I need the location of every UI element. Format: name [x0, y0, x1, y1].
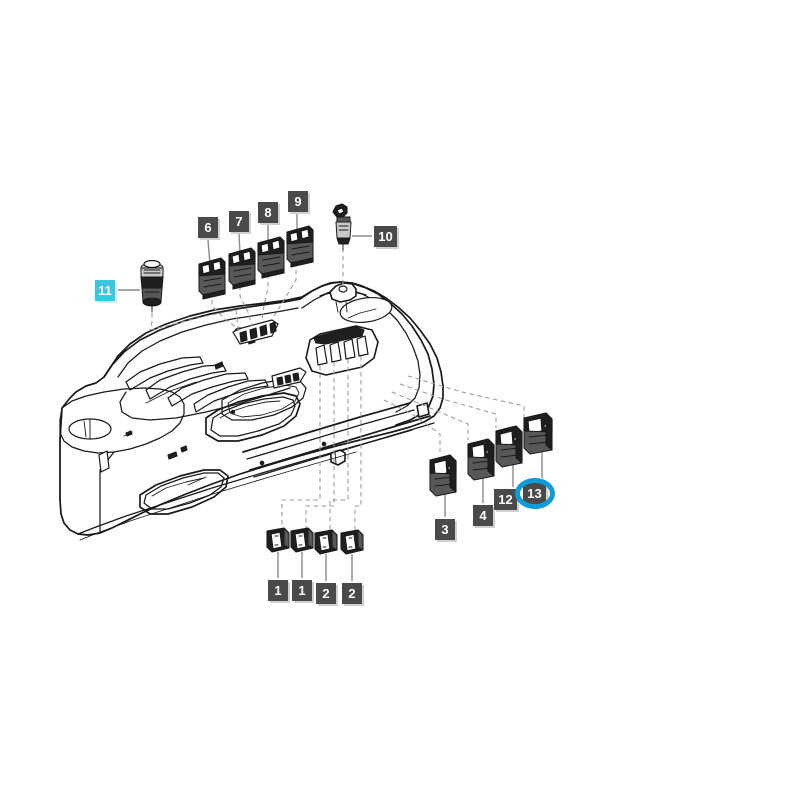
- indicator-slot-cluster: [232, 319, 279, 345]
- part-rocker-switch-2b: [340, 529, 364, 555]
- callout-label-1b[interactable]: 1: [292, 580, 312, 601]
- part-lighter-socket: [140, 259, 164, 313]
- switch-panel-4up: [305, 325, 379, 376]
- callout-label-3[interactable]: 3: [435, 519, 455, 540]
- part-switch-module-8: [257, 236, 285, 279]
- part-rocker-switch-1a: [266, 527, 290, 553]
- callout-label-1a[interactable]: 1: [268, 580, 288, 601]
- part-rocker-switch-2a: [314, 529, 338, 555]
- part-switch-assembly-4: [467, 438, 495, 481]
- part-rocker-switch-1b: [290, 527, 314, 553]
- callout-label-4[interactable]: 4: [473, 505, 493, 526]
- callout-label-12[interactable]: 12: [494, 489, 517, 510]
- callout-label-13[interactable]: 13: [523, 483, 546, 504]
- callout-label-11[interactable]: 11: [95, 280, 115, 301]
- part-switch-module-9: [286, 225, 314, 268]
- callout-label-2a[interactable]: 2: [316, 583, 336, 604]
- callout-label-7[interactable]: 7: [229, 211, 249, 232]
- part-ignition-switch: [332, 203, 352, 251]
- ignition-mount-bracket: [319, 282, 367, 313]
- callout-label-2b[interactable]: 2: [342, 583, 362, 604]
- vent-louvers: [125, 356, 269, 413]
- vent-strip-small: [271, 367, 307, 389]
- part-switch-module-6: [198, 257, 226, 300]
- callout-label-8[interactable]: 8: [258, 202, 278, 223]
- part-switch-module-7: [228, 247, 256, 290]
- dashed-leaders: [149, 248, 525, 530]
- part-switch-assembly-13: [523, 412, 553, 455]
- callout-label-10[interactable]: 10: [374, 226, 397, 247]
- callout-label-9[interactable]: 9: [288, 191, 308, 212]
- callout-label-6[interactable]: 6: [198, 217, 218, 238]
- part-switch-assembly-12: [495, 425, 523, 468]
- part-switch-assembly-3: [429, 454, 457, 497]
- console-body: [59, 281, 444, 541]
